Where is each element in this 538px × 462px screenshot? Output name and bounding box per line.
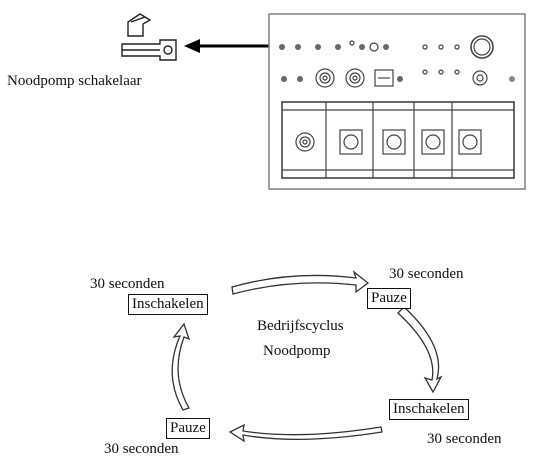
control-panel <box>268 13 526 190</box>
switch-icon <box>121 13 177 61</box>
step-bottom-right: Inschakelen <box>389 399 469 420</box>
switch-label: Noodpomp schakelaar <box>7 73 142 89</box>
cycle-arrows <box>171 270 443 443</box>
duration-top-right: 30 seconden <box>389 266 464 282</box>
pointer-arrow <box>184 39 270 53</box>
duration-top-left: 30 seconden <box>90 276 165 292</box>
duration-bottom-left: 30 seconden <box>104 441 179 457</box>
cycle-title-line2: Noodpomp <box>263 343 331 359</box>
cycle-title-line1: Bedrijfscyclus <box>257 318 344 334</box>
step-top-left: Inschakelen <box>128 294 208 315</box>
step-top-right: Pauze <box>367 288 411 309</box>
step-bottom-left: Pauze <box>166 418 210 439</box>
duration-bottom-right: 30 seconden <box>427 431 502 447</box>
